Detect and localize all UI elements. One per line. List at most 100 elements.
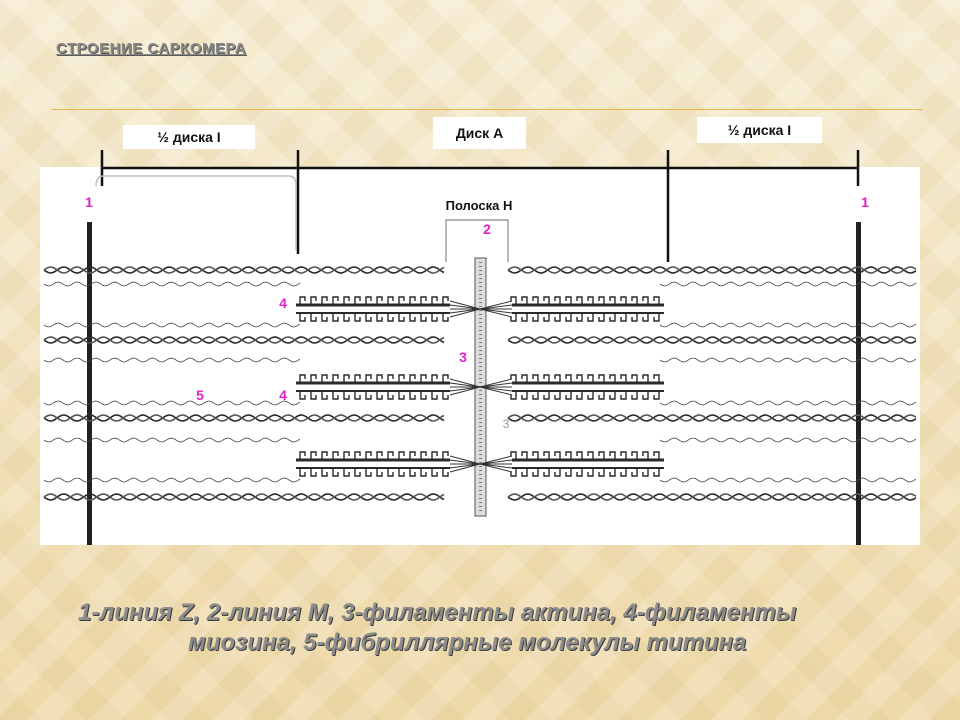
myosin-filament <box>587 296 594 304</box>
myosin-filament <box>442 296 449 304</box>
myosin-filament <box>631 451 638 459</box>
myosin-filament <box>479 378 513 388</box>
caption-line-1: 1-линия Z, 2-линия M, 3-филаменты актина… <box>78 599 797 626</box>
myosin-filament <box>554 451 561 459</box>
myosin-filament <box>521 374 528 382</box>
z-line-left <box>87 222 92 545</box>
myosin-filament <box>299 469 306 477</box>
caption-line-2: миозина, 5-фибриллярные молекулы титина <box>188 629 747 656</box>
myosin-filament <box>449 455 481 465</box>
myosin-filament <box>431 314 438 322</box>
myosin-filament <box>449 386 481 392</box>
myosin-filament <box>431 296 438 304</box>
myosin-filament <box>420 451 427 459</box>
myosin-filament <box>598 314 605 322</box>
myosin-filament <box>543 392 550 400</box>
myosin-filament <box>543 469 550 477</box>
myosin-filament <box>554 392 561 400</box>
myosin-filament <box>510 296 517 304</box>
myosin-filament <box>620 296 627 304</box>
myosin-filament <box>431 469 438 477</box>
myosin-filament <box>376 392 383 400</box>
actin-filament <box>507 336 917 344</box>
myosin-filament <box>365 314 372 322</box>
myosin-filament <box>365 451 372 459</box>
actin-filament <box>507 336 917 344</box>
titin-molecule <box>659 477 917 483</box>
actin-filament <box>43 336 445 344</box>
myosin-filament <box>332 296 339 304</box>
myosin-filament <box>576 392 583 400</box>
myosin-filament <box>532 374 539 382</box>
myosin-filament <box>387 296 394 304</box>
myosin-filament <box>376 469 383 477</box>
myosin-filament <box>354 296 361 304</box>
myosin-filament <box>365 392 372 400</box>
myosin-filament <box>449 386 481 396</box>
actin-filament <box>507 493 917 501</box>
myosin-filament <box>576 374 583 382</box>
myosin-filament <box>409 451 416 459</box>
marker-titin: 5 <box>196 387 204 403</box>
myosin-filament <box>587 374 594 382</box>
myosin-filament <box>409 392 416 400</box>
myosin-filament <box>449 308 481 318</box>
myosin-filament <box>449 378 481 388</box>
myosin-filament <box>449 300 481 310</box>
myosin-filament <box>387 469 394 477</box>
myosin-filament <box>510 392 517 400</box>
myosin-filament <box>479 308 513 318</box>
myosin-filament <box>653 469 660 477</box>
myosin-filament <box>587 469 594 477</box>
myosin-filament <box>653 374 660 382</box>
myosin-filament <box>554 296 561 304</box>
myosin-filament <box>343 451 350 459</box>
myosin-filament <box>565 469 572 477</box>
myosin-filament <box>609 469 616 477</box>
half-disc-i-right-label: ½ диска I <box>697 117 822 143</box>
myosin-filament <box>332 469 339 477</box>
marker-z-line-right: 1 <box>861 194 869 210</box>
myosin-filament <box>387 314 394 322</box>
myosin-filament <box>299 392 306 400</box>
myosin-filament <box>449 463 481 473</box>
myosin-filament <box>449 304 481 310</box>
marker-m-line: 2 <box>483 221 491 237</box>
titin-molecule <box>659 357 917 363</box>
myosin-filament <box>420 314 427 322</box>
myosin-filament <box>479 308 513 314</box>
myosin-filament <box>576 451 583 459</box>
myosin-filament <box>409 314 416 322</box>
myosin-filament <box>365 374 372 382</box>
myosin-filament <box>310 469 317 477</box>
actin-filament <box>507 493 917 501</box>
myosin-filament <box>521 296 528 304</box>
myosin-filament <box>376 374 383 382</box>
myosin-filament <box>398 314 405 322</box>
myosin-filament <box>565 296 572 304</box>
myosin-filament <box>420 392 427 400</box>
myosin-filament <box>431 374 438 382</box>
myosin-filament <box>479 300 513 310</box>
titin-molecule <box>659 400 917 406</box>
myosin-filament <box>354 469 361 477</box>
myosin-filament <box>532 451 539 459</box>
myosin-filament <box>598 451 605 459</box>
actin-filament <box>43 266 445 274</box>
myosin-filament <box>609 296 616 304</box>
myosin-filament <box>343 374 350 382</box>
myosin-filament <box>510 469 517 477</box>
myosin-filament <box>310 296 317 304</box>
myosin-filament <box>442 451 449 459</box>
myosin-filament <box>521 451 528 459</box>
myosin-filament <box>642 314 649 322</box>
actin-filament <box>43 493 445 501</box>
actin-filament <box>507 414 917 422</box>
titin-molecule <box>659 322 917 328</box>
myosin-filament <box>299 314 306 322</box>
z-line-right <box>856 222 861 545</box>
myosin-filament <box>354 314 361 322</box>
myosin-filament <box>598 392 605 400</box>
titin-molecule <box>659 281 917 287</box>
myosin-filament <box>376 451 383 459</box>
